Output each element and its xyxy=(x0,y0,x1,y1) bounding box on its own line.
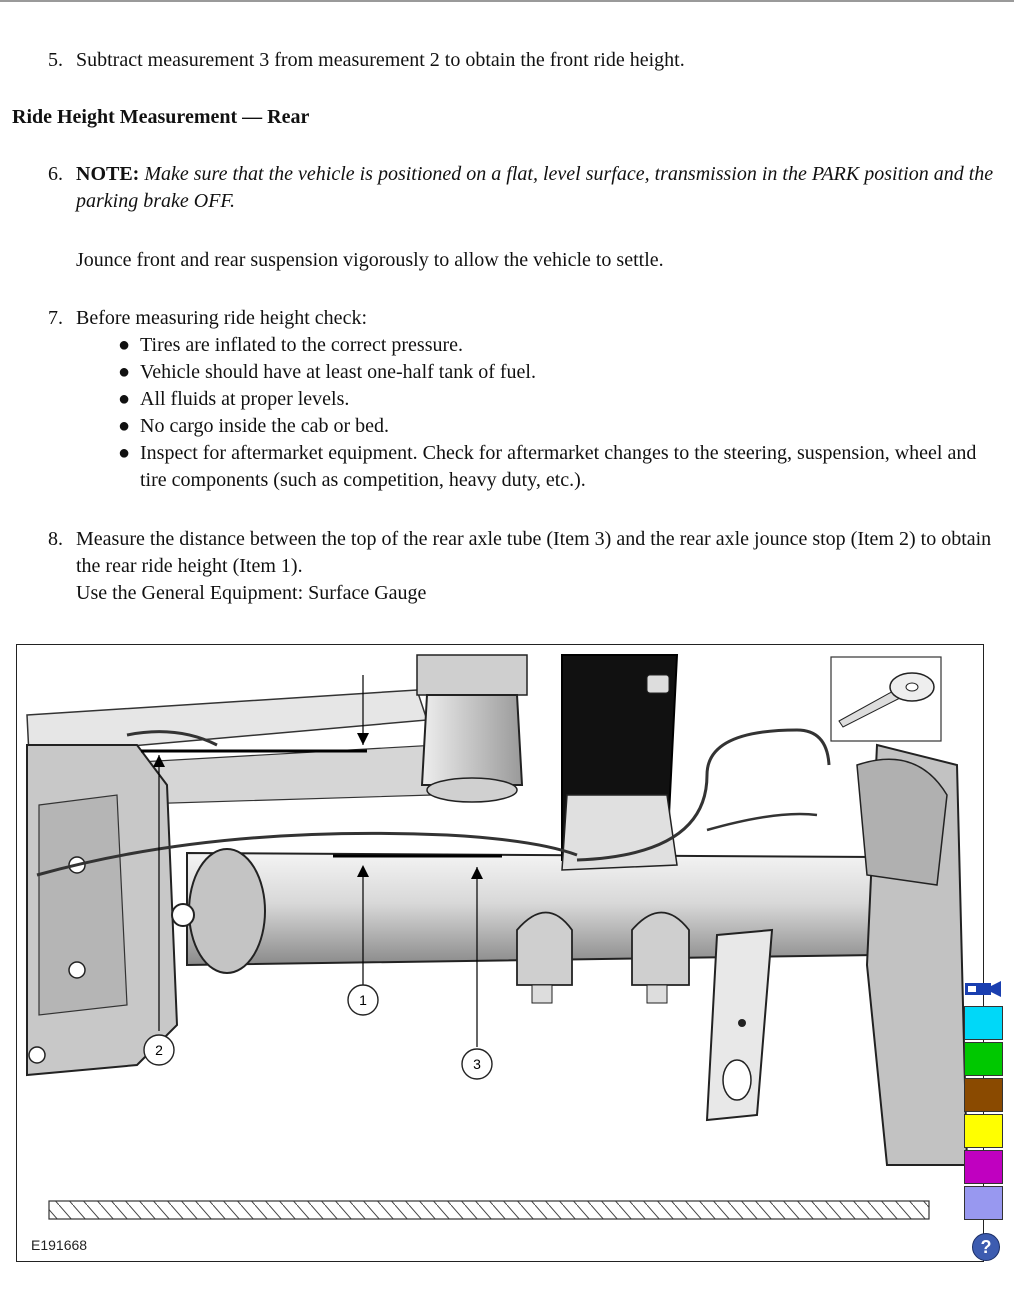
step-number: 6. xyxy=(48,163,63,185)
step-number: 7. xyxy=(48,307,63,329)
ground-plane xyxy=(48,1200,930,1220)
callout-circle-3 xyxy=(461,1048,493,1080)
equipment-line: Use the General Equipment: Surface Gauge xyxy=(76,582,427,604)
note-label: NOTE: xyxy=(76,163,140,185)
color-swatch-yellow[interactable] xyxy=(964,1114,1003,1148)
color-swatch-green[interactable] xyxy=(964,1042,1003,1076)
step-number: 5. xyxy=(48,49,63,71)
note-text: Make sure that the vehicle is positioned… xyxy=(76,163,994,212)
note: NOTE: Make sure that the vehicle is posi… xyxy=(76,161,998,215)
color-swatch-magenta[interactable] xyxy=(964,1150,1003,1184)
color-swatch-lavender[interactable] xyxy=(964,1186,1003,1220)
rear-axle-illustration: 1 2 3 E191668 xyxy=(16,644,984,1262)
callout-label: 3 xyxy=(473,1056,481,1072)
callout-circle-1 xyxy=(347,984,379,1016)
step-number: 8. xyxy=(48,528,63,550)
step-text: Before measuring ride height check: xyxy=(76,307,367,329)
callout-label: 2 xyxy=(155,1042,163,1058)
section-heading: Ride Height Measurement — Rear xyxy=(12,106,310,128)
axle-drawing: 1 2 3 xyxy=(26,654,969,1220)
step-text: Measure the distance between the top of … xyxy=(76,528,992,577)
video-camera-icon[interactable] xyxy=(962,978,1006,1000)
color-swatch-cyan[interactable] xyxy=(964,1006,1003,1040)
help-icon[interactable]: ? xyxy=(972,1233,1000,1261)
jounce-stop xyxy=(420,694,524,786)
step-text: Subtract measurement 3 from measurement … xyxy=(76,49,685,71)
callout-circle-2 xyxy=(143,1034,175,1066)
figure-code: E191668 xyxy=(31,1237,88,1253)
callout-label: 1 xyxy=(359,992,367,1008)
step-6-body: Jounce front and rear suspension vigorou… xyxy=(76,249,664,271)
color-swatch-brown[interactable] xyxy=(964,1078,1003,1112)
upper-mount xyxy=(416,654,528,696)
top-divider xyxy=(0,0,1014,2)
